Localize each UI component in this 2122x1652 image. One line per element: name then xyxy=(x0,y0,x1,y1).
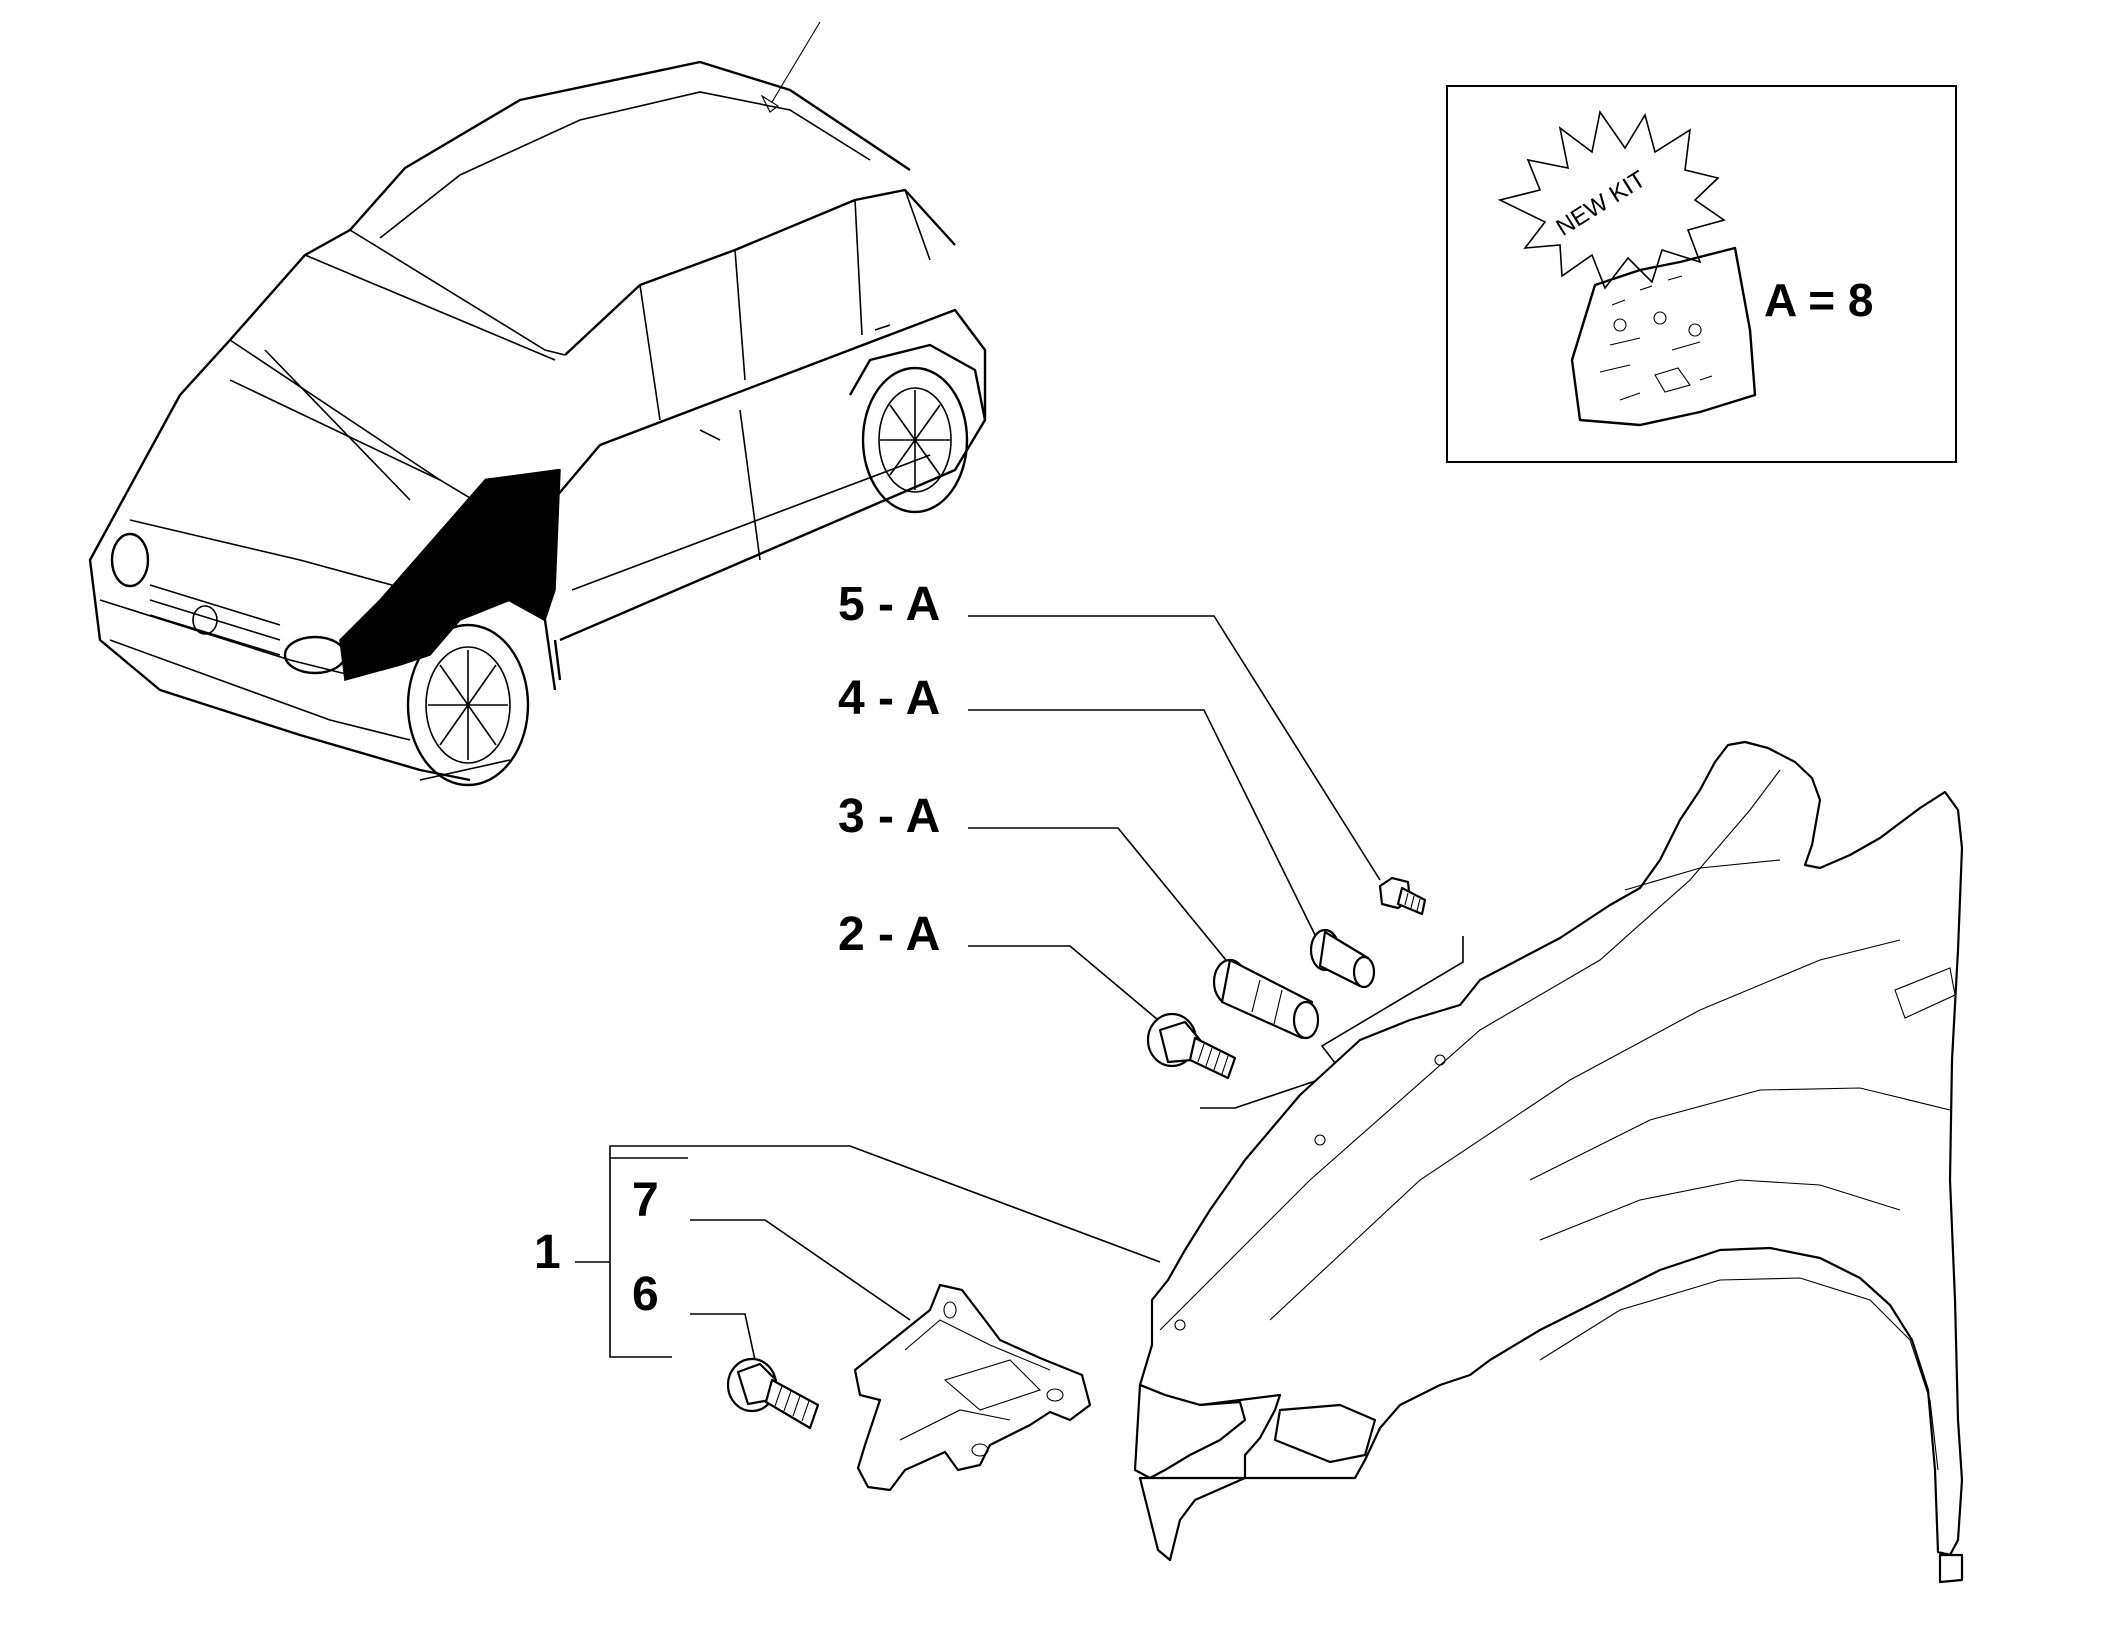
part-4-rivet-nut xyxy=(1309,928,1376,989)
kit-quantity-label: A = 8 xyxy=(1764,274,1874,326)
leader-lines xyxy=(575,615,1464,1361)
part-5-bolt xyxy=(1378,876,1427,916)
callout-1: 1 xyxy=(534,1226,561,1279)
part-3-insert-nut xyxy=(1212,958,1320,1040)
kit-bag-icon xyxy=(1570,246,1757,427)
callout-6: 6 xyxy=(632,1268,659,1321)
callout-3-a: 3 - A xyxy=(838,790,940,843)
part-1-front-fender xyxy=(1133,740,1964,1584)
highlighted-fender xyxy=(339,469,561,681)
callout-5-a: 5 - A xyxy=(838,578,940,631)
callout-4-a: 4 - A xyxy=(838,672,940,725)
starburst-icon xyxy=(1497,109,1726,290)
part-6-bolt xyxy=(726,1357,820,1430)
callout-7: 7 xyxy=(632,1174,659,1227)
new-kit-box: NEW KIT A = 8 xyxy=(1446,85,1957,463)
callout-2-a: 2 - A xyxy=(838,908,940,961)
vehicle-overview-illustration xyxy=(88,21,987,787)
part-2-flange-bolt xyxy=(1146,1012,1237,1080)
part-7-bracket xyxy=(853,1283,1092,1492)
